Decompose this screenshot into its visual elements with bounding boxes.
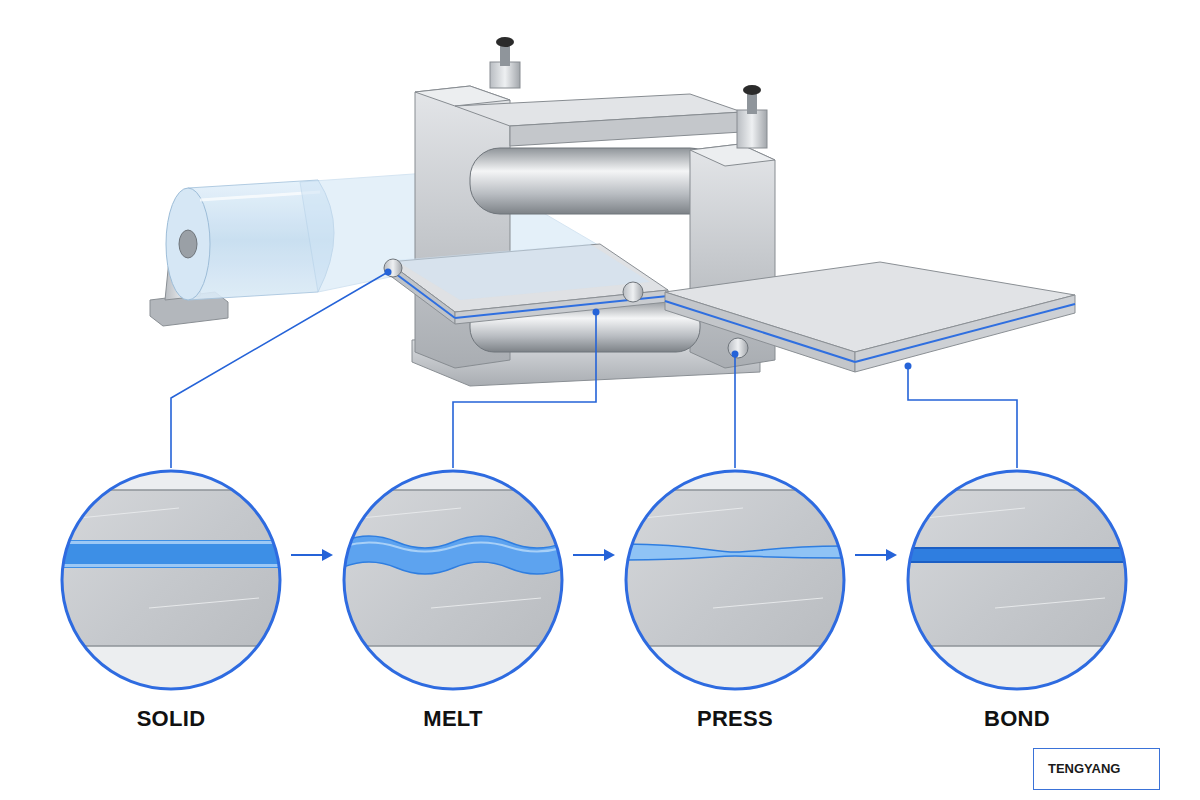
- detail-circle: [905, 468, 1129, 692]
- detail-circle: [341, 468, 565, 692]
- step-label: BOND: [905, 706, 1129, 732]
- detail-circle-node: MELT: [341, 468, 565, 732]
- detail-circle: [623, 468, 847, 692]
- detail-circle-node: SOLID: [59, 468, 283, 732]
- watermark-text: TENGYANG: [1048, 761, 1145, 776]
- step-label: PRESS: [623, 706, 847, 732]
- watermark-box: TENGYANG: [1033, 748, 1160, 790]
- detail-circle-node: PRESS: [623, 468, 847, 732]
- step-label: SOLID: [59, 706, 283, 732]
- step-label: MELT: [341, 706, 565, 732]
- detail-circle: [59, 468, 283, 692]
- detail-circle-node: BOND: [905, 468, 1129, 732]
- flow-arrow: [291, 549, 333, 561]
- flow-arrow: [855, 549, 897, 561]
- flow-arrow: [573, 549, 615, 561]
